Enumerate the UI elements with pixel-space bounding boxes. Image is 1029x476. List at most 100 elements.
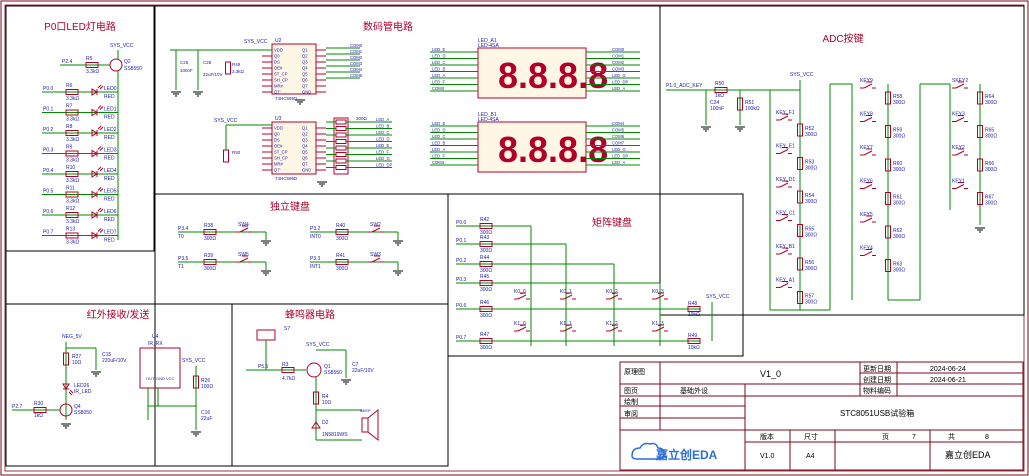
u3-label: U3	[275, 116, 282, 122]
q4-label: Q4	[74, 404, 81, 410]
display-a1-right-net: COM1	[612, 54, 625, 59]
display-b1-right-net: COM6	[612, 134, 625, 139]
display-a1-left-net: COM0	[432, 86, 445, 91]
u2-pin-left: OE#	[274, 66, 283, 71]
display-a1-right-net: COM0	[612, 47, 625, 52]
u3-pin-left: VDD	[274, 126, 283, 131]
c26-label: C26	[203, 60, 212, 65]
led-res-value: 3.3kΩ	[66, 117, 79, 123]
rpack-element	[335, 139, 347, 144]
tb-page-value: 基础外设	[680, 386, 708, 395]
display-b1-left-net: COM4	[432, 160, 445, 165]
led-color-label: RED	[104, 135, 115, 141]
display-a1-right-net: COM3	[612, 67, 625, 72]
p27-label: P2.7	[12, 404, 23, 410]
r26-label: R26	[201, 378, 210, 384]
led-net-label: LED_A	[376, 117, 389, 122]
u3-pin-left: MR#	[274, 162, 284, 167]
cloud-icon	[631, 442, 665, 460]
u3-pin-right: Q7	[302, 162, 308, 167]
seg-vcc-label-2: SYS_VCC	[214, 118, 238, 124]
led-diode	[91, 228, 104, 239]
led-pin-label: P0.5	[43, 189, 54, 195]
tb-create-label: 创建日期	[863, 375, 891, 384]
led-diode	[91, 125, 104, 137]
mx-key-label: K0_1	[560, 289, 572, 295]
u2-pin-right: Q4	[302, 66, 308, 71]
adc-col1-res-label: R52	[805, 126, 814, 132]
led-label: LED4	[104, 168, 117, 174]
adc-col1-res-value: 300Ω	[805, 233, 817, 239]
buzzer-label: BEEP	[360, 408, 371, 413]
led-res-label: R11	[66, 186, 75, 192]
led-diode	[91, 187, 104, 198]
led-pin-label: P0.6	[43, 209, 54, 215]
mx-pin-label: P0.1	[456, 238, 467, 244]
c16-value: 22uF	[201, 416, 212, 422]
led-net-label: LED_D	[376, 137, 390, 142]
u2-pin-right: Q2	[302, 54, 308, 59]
u3-pin-left: SH_CP	[274, 156, 288, 161]
r4-value: 10Ω	[322, 400, 332, 406]
adc-col2-res-value: 300Ω	[893, 268, 905, 274]
tb-update-date: 2024-06-24	[930, 366, 966, 373]
rpack-value: 300Ω	[356, 116, 368, 121]
mx-res-value: 300Ω	[480, 230, 492, 236]
display-a1-left-net: LED_D	[432, 54, 446, 59]
rpack-element	[335, 165, 347, 170]
led-color-label: RED	[104, 238, 115, 244]
q2-transistor	[109, 58, 123, 72]
led-label: LED7	[104, 230, 117, 236]
u2-pin-left: Q7'	[274, 90, 281, 95]
tb-total-no: 8	[985, 434, 989, 441]
u2-label: U2	[275, 38, 282, 44]
r51-value: 100kΩ	[745, 106, 760, 112]
u2-pin-left: ST_CP	[274, 72, 288, 77]
section-title-independent-keys: 独立键盘	[270, 200, 310, 213]
ir-sysvcc-label: SYS_VCC	[182, 358, 206, 364]
u4-pin-gnd: GND	[156, 376, 165, 381]
r3-label: R3	[282, 362, 289, 368]
display-a1-label: LED_A1	[478, 38, 497, 44]
adc-r50-value: 1kΩ	[715, 93, 724, 99]
adc-col2-res-label: R61	[893, 195, 902, 201]
rpack-element	[335, 126, 347, 131]
ind-pin-sub: INT1	[310, 264, 321, 270]
adc-col3-key-label: KEY3	[952, 112, 965, 118]
ind-pin-label: P3.2	[310, 226, 321, 232]
c7-label: C7	[352, 362, 359, 368]
u2-pin-left: MR#	[274, 84, 284, 89]
led-res-value: 3.3kΩ	[66, 137, 79, 143]
tb-version-value: V1_0	[760, 369, 781, 379]
tb-size-value: A4	[806, 453, 815, 460]
display-a1-part: LED-4SA	[478, 43, 500, 49]
u2-pin-right: GND	[302, 90, 311, 95]
led26-label: LED26	[74, 383, 90, 389]
adc-col2-key-label: KEY5	[860, 212, 873, 218]
tb-material-label: 物料编码	[863, 386, 891, 395]
u2-pin-left: SH_CP	[274, 78, 288, 83]
led-diode	[91, 105, 104, 116]
adc-col1-res-label: R55	[805, 227, 814, 233]
adc-col1-key-label: KEY_C1	[776, 211, 795, 217]
u3-pin-right: Q6	[302, 156, 308, 161]
c25-value: 100nF	[180, 68, 193, 73]
buzzer-speaker	[361, 417, 369, 433]
u4-label: U4	[152, 334, 159, 340]
adc-col2-res-label: R59	[893, 128, 902, 134]
led-net-label: LED_C	[376, 130, 390, 135]
display-a1-left-net: LED_B	[432, 67, 445, 72]
sys-vcc-label: SYS_VCC	[110, 43, 134, 49]
adc-key-circuit: P1.0_ADC_KEY R50 1kΩ C24 100nF R51 100kΩ…	[666, 72, 997, 311]
mx-pin-label: P0.3	[456, 277, 467, 283]
u3-pin-right: Q4	[302, 144, 308, 149]
display-a1-digits: 8.8.8.8	[498, 55, 608, 96]
adc-col1-res-label: R54	[805, 193, 814, 199]
tb-ver-value: V1.0	[760, 453, 775, 460]
adc-col1-key-label: KEY_A1	[776, 278, 795, 284]
tb-ver-label: 版本	[760, 432, 774, 441]
led-net-label: LED_E	[376, 143, 389, 148]
ind-res-label: R40	[336, 223, 345, 229]
